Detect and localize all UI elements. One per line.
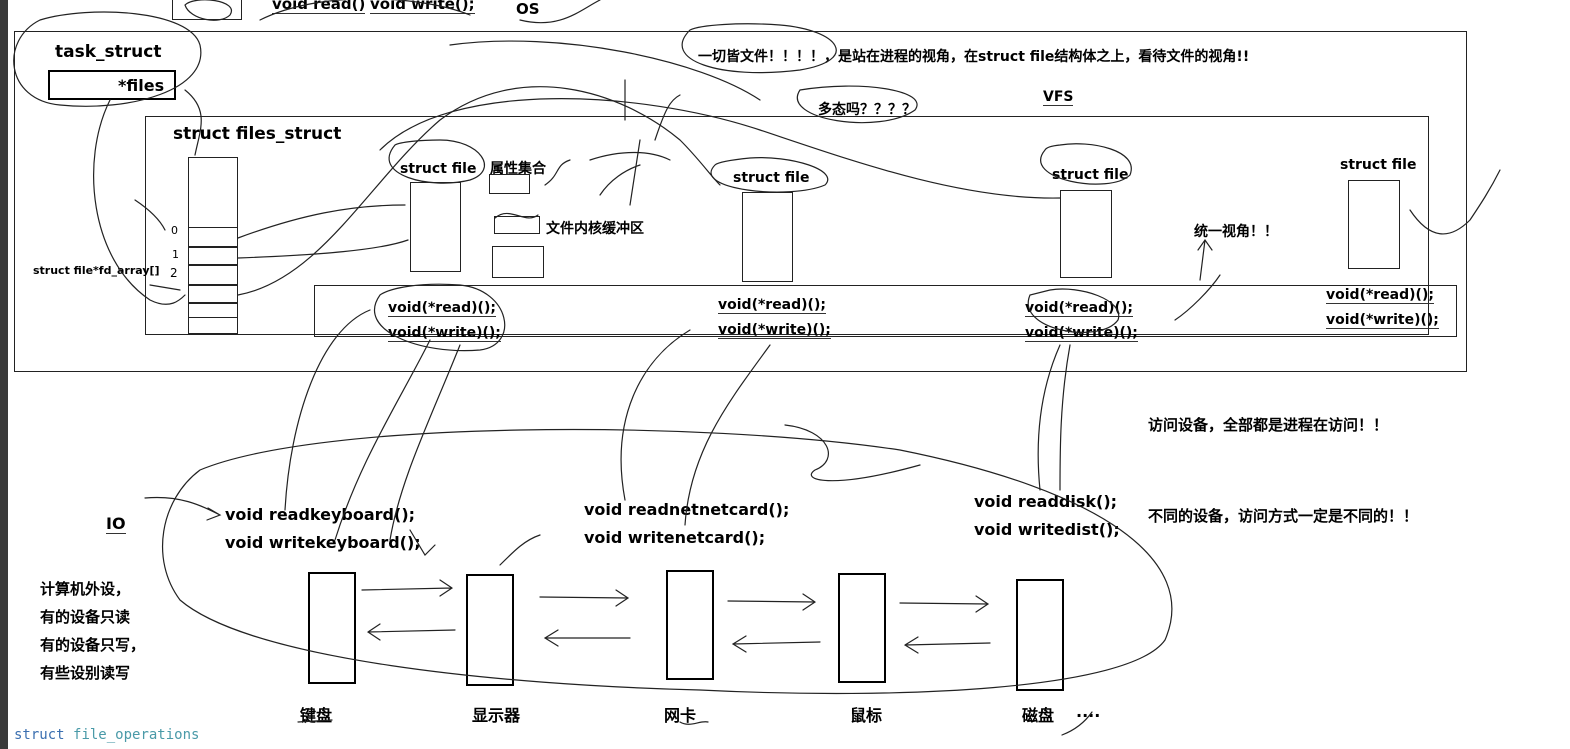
fd-index-0: 0 [171, 224, 178, 237]
device-nic-label: 网卡 [664, 706, 697, 725]
os-label: OS [516, 0, 540, 18]
device-nic-box [666, 570, 714, 680]
device-keyboard-label: 键盘 [300, 706, 333, 725]
ops-3-write: void(*write)(); [1025, 325, 1138, 342]
everything-is-file-note: 一切皆文件！！！！，是站在进程的视角，在struct file结构体之上，看待文… [698, 49, 1250, 65]
kernel-buffer-label: 文件内核缓冲区 [546, 221, 644, 237]
unified-view-note: 统一视角！！ [1194, 224, 1278, 240]
top-void-read: void read() [272, 0, 366, 14]
struct-file-3-label: struct file [1052, 167, 1129, 183]
task-struct-label: task_struct [55, 42, 162, 62]
arrow-d2-left [543, 629, 631, 647]
fd-slot [188, 303, 238, 318]
process-access-note: 访问设备，全部都是进程在访问！！ [1148, 416, 1389, 434]
struct-file-4-box [1348, 180, 1400, 269]
fd-slot [188, 285, 238, 303]
device-monitor-box [466, 574, 514, 686]
window-left-edge [0, 0, 8, 749]
footer-code-line: struct file_operations [14, 727, 199, 743]
device-mouse-box [838, 573, 886, 683]
arrow-ops2-net-w [684, 344, 771, 526]
kernel-buffer-box [494, 216, 540, 234]
io-label: IO [106, 514, 126, 534]
driver-keyboard-write: void writekeyboard(); [225, 533, 421, 552]
device-monitor-label: 显示器 [472, 706, 521, 725]
struct-file-1-box [410, 182, 461, 272]
ellipsis-label: .... [1076, 702, 1101, 721]
arrow-d4-right [899, 595, 990, 613]
ops-3-read: void(*read)(); [1025, 300, 1133, 317]
ops-4-read: void(*read)(); [1326, 287, 1434, 304]
arrow-d1-right [361, 579, 454, 597]
files-pointer-label: *files [118, 76, 165, 95]
top-partial-box [172, 0, 242, 20]
peripheral-note-3: 有的设备只写， [40, 636, 146, 654]
driver-disk-read: void readdisk(); [974, 492, 1118, 511]
extra-box [492, 246, 544, 278]
device-disk-box [1016, 579, 1064, 691]
scribble-kbd [409, 529, 541, 566]
arrow-d4-left [903, 636, 991, 654]
fd-array-label: struct file*fd_array[] [33, 264, 160, 277]
device-keyboard-box [308, 572, 356, 684]
attributes-box [489, 174, 530, 194]
driver-disk-write: void writedist(); [974, 520, 1120, 539]
files-struct-label: struct files_struct [173, 124, 342, 144]
footer-code-keyword: struct [14, 727, 65, 743]
ops-2-write: void(*write)(); [718, 322, 831, 339]
driver-net-write: void writenetcard(); [584, 528, 766, 547]
struct-file-3-box [1060, 190, 1112, 278]
struct-file-4-label: struct file [1340, 157, 1417, 173]
different-devices-note: 不同的设备，访问方式一定是不同的！！ [1148, 507, 1419, 525]
arrow-io [144, 496, 222, 521]
arrow-d3-right [727, 593, 817, 611]
arrow-d3-left [731, 635, 821, 653]
arrow-d1-left [366, 623, 456, 641]
device-disk-label: 磁盘 [1022, 706, 1055, 725]
arrow-d2-right [539, 589, 630, 607]
driver-net-read: void readnetnetcard(); [584, 500, 790, 519]
ops-1-write: void(*write)(); [388, 325, 501, 342]
fd-index-2: 2 [170, 266, 178, 280]
ops-1-read: void(*read)(); [388, 300, 496, 317]
struct-file-2-label: struct file [733, 170, 810, 186]
vfs-label: VFS [1043, 89, 1074, 106]
scribble-net [784, 424, 921, 482]
fd-slot [188, 247, 238, 265]
ops-2-read: void(*read)(); [718, 297, 826, 314]
top-void-write: void write(); [370, 0, 475, 14]
fd-index-1: 1 [172, 248, 179, 261]
fd-slot [188, 227, 238, 247]
struct-file-1-label: struct file [400, 161, 477, 177]
struct-file-2-box [742, 192, 793, 282]
peripheral-note-2: 有的设备只读 [40, 608, 131, 626]
peripheral-note-1: 计算机外设， [40, 580, 131, 598]
peripheral-note-4: 有些设别读写 [40, 664, 131, 682]
footer-code-name: file_operations [73, 727, 200, 743]
device-mouse-label: 鼠标 [850, 706, 883, 725]
ops-4-write: void(*write)(); [1326, 312, 1439, 329]
fd-slot [188, 265, 238, 285]
driver-keyboard-read: void readkeyboard(); [225, 505, 416, 524]
